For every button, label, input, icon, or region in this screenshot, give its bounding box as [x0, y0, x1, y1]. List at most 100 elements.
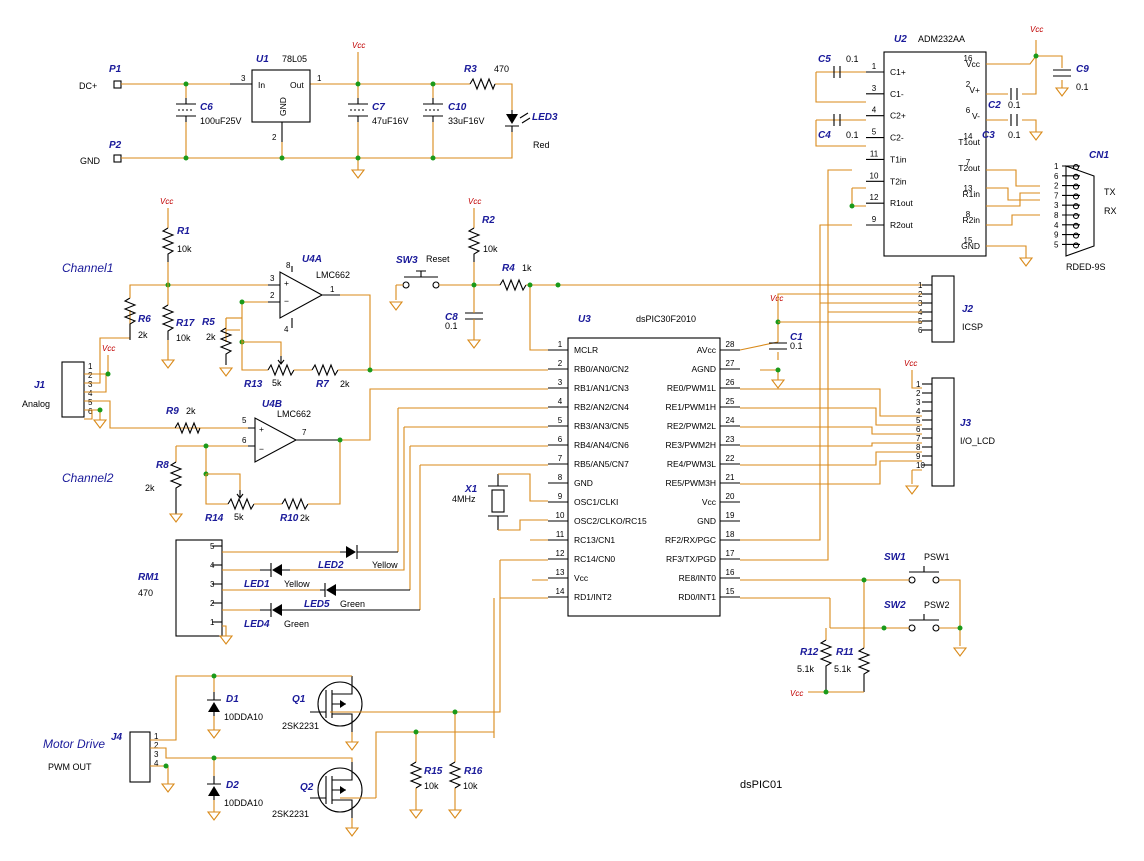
sw3-switch — [402, 270, 440, 289]
c7-ref: C7 — [372, 102, 385, 113]
j3-pin-6: 6 — [916, 425, 932, 434]
svg-text:15: 15 — [726, 587, 735, 596]
j3-pin-10: 10 — [916, 461, 932, 470]
rm1-ref: RM1 — [138, 572, 160, 583]
svg-text:C1+: C1+ — [890, 67, 906, 77]
r9-ref: R9 — [166, 406, 179, 417]
svg-text:RE0/PWM1L: RE0/PWM1L — [667, 383, 716, 393]
d1-value: 10DDA10 — [224, 712, 263, 722]
c8-capacitor — [465, 312, 483, 320]
j2-value: ICSP — [962, 322, 983, 332]
d1-diode — [207, 692, 221, 716]
svg-text:9: 9 — [916, 452, 921, 461]
j3-pin-8: 8 — [916, 443, 932, 452]
r15-value: 10k — [424, 781, 439, 791]
r1-value: 10k — [177, 244, 192, 254]
q1-value: 2SK2231 — [282, 721, 319, 731]
reset-section: SW3 Reset Vcc R2 10k C8 0.1 R4 1k U3 dsP… — [344, 169, 922, 738]
svg-text:RB4/AN4/CN6: RB4/AN4/CN6 — [574, 440, 629, 450]
svg-text:3: 3 — [558, 378, 563, 387]
u4a-value: LMC662 — [316, 270, 350, 280]
j4-ref: J4 — [111, 732, 123, 743]
r7-value: 2k — [340, 379, 350, 389]
svg-text:RB5/AN5/CN7: RB5/AN5/CN7 — [574, 459, 629, 469]
j1-ref: J1 — [34, 380, 46, 391]
u3-value: dsPIC30F2010 — [636, 314, 696, 324]
svg-text:1: 1 — [558, 340, 563, 349]
j1-value: Analog — [22, 399, 50, 409]
svg-text:T2out: T2out — [958, 163, 980, 173]
svg-text:MCLR: MCLR — [574, 345, 598, 355]
svg-text:Vcc: Vcc — [966, 59, 981, 69]
u3-left-pins: 1MCLR2RB0/AN0/CN23RB1/AN1/CN34RB2/AN2/CN… — [548, 340, 647, 602]
svg-text:−: − — [284, 296, 289, 306]
r11-resistor — [857, 647, 871, 692]
svg-text:3: 3 — [88, 380, 93, 389]
svg-text:8: 8 — [916, 443, 921, 452]
cn1-contact-5 — [1072, 242, 1080, 249]
svg-text:OSC1/CLKI: OSC1/CLKI — [574, 497, 618, 507]
r6-value: 2k — [138, 330, 148, 340]
cn1-contact-2 — [1072, 183, 1080, 190]
led2-value: Yellow — [372, 560, 398, 570]
r3-ref: R3 — [464, 64, 477, 75]
c10-ref: C10 — [448, 102, 467, 113]
r1-resistor — [161, 227, 175, 262]
svg-text:12: 12 — [870, 193, 879, 202]
svg-text:T1out: T1out — [958, 137, 980, 147]
c4-ref: C4 — [818, 130, 831, 141]
sw1-switch — [908, 566, 940, 584]
svg-text:28: 28 — [726, 340, 735, 349]
q2-value: 2SK2231 — [272, 809, 309, 819]
svg-text:22: 22 — [726, 454, 735, 463]
svg-text:V-: V- — [972, 111, 980, 121]
q1-ref: Q1 — [292, 694, 306, 705]
u2-pin-3: 3C1- — [866, 84, 904, 99]
r15-resistor — [409, 761, 423, 789]
p1-connector — [113, 80, 122, 89]
r8-value: 2k — [145, 483, 155, 493]
svg-text:3: 3 — [1054, 201, 1059, 210]
c6-capacitor — [176, 98, 196, 122]
svg-text:15: 15 — [964, 236, 973, 245]
svg-text:6: 6 — [558, 435, 563, 444]
svg-text:1: 1 — [872, 62, 877, 71]
svg-text:16: 16 — [964, 54, 973, 63]
r13-ref: R13 — [244, 379, 263, 390]
led2-ref: LED2 — [318, 560, 344, 571]
svg-text:RD1/INT2: RD1/INT2 — [574, 592, 612, 602]
vcc-label: Vcc — [352, 41, 365, 50]
svg-text:1: 1 — [916, 380, 921, 389]
svg-text:R1out: R1out — [890, 198, 913, 208]
led1-value: Yellow — [284, 579, 310, 589]
svg-text:8: 8 — [1054, 211, 1059, 220]
svg-text:RE4/PWM3L: RE4/PWM3L — [667, 459, 716, 469]
svg-text:7: 7 — [966, 158, 971, 167]
svg-text:2: 2 — [270, 291, 275, 300]
svg-text:R2out: R2out — [890, 220, 913, 230]
svg-text:1: 1 — [918, 281, 923, 290]
svg-text:RE5/PWM3H: RE5/PWM3H — [665, 478, 716, 488]
r5-value: 2k — [206, 332, 216, 342]
svg-text:C2+: C2+ — [890, 111, 906, 121]
c7-capacitor — [348, 98, 368, 122]
sw3-value: Reset — [426, 254, 450, 264]
sw3-ref: SW3 — [396, 255, 418, 266]
c5-value: 0.1 — [846, 54, 859, 64]
u4b-value: LMC662 — [277, 409, 311, 419]
c2-value: 0.1 — [1008, 100, 1021, 110]
svg-text:13: 13 — [556, 568, 565, 577]
svg-text:4: 4 — [916, 407, 921, 416]
